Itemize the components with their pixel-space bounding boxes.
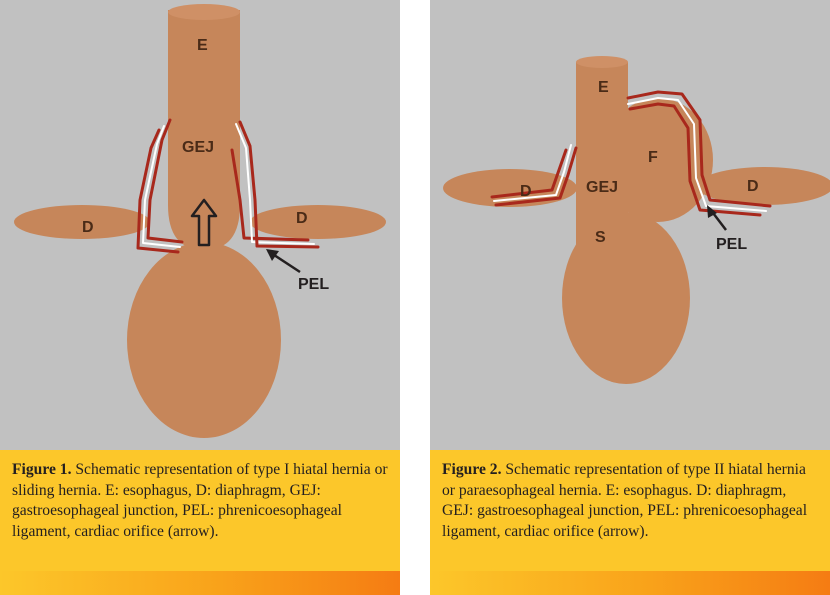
label-pel: PEL [716, 236, 747, 253]
label-pel: PEL [298, 276, 329, 293]
label-esophagus: E [197, 37, 208, 54]
stomach-shape [127, 242, 281, 438]
label-diaphragm-right: D [296, 210, 308, 227]
label-gej: GEJ [182, 139, 214, 156]
figure-2-caption-label: Figure 2. [442, 461, 501, 478]
esophagus-top [576, 56, 628, 68]
figure-1-diagram: E GEJ D D PEL [0, 0, 400, 450]
diaphragm-right-shape [250, 205, 386, 239]
label-diaphragm-right: D [747, 178, 759, 195]
figure-1-panel: E GEJ D D PEL Figure 1. Schematic repres… [0, 0, 400, 595]
figure-2-caption-box: Figure 2. Schematic representation of ty… [430, 450, 830, 595]
figure-1-caption: Figure 1. Schematic representation of ty… [12, 460, 390, 542]
esophagus-shape [576, 62, 628, 292]
esophagus-top [168, 4, 240, 20]
figure-1-caption-box: Figure 1. Schematic representation of ty… [0, 450, 400, 595]
label-diaphragm-left: D [520, 183, 532, 200]
figure-1-caption-label: Figure 1. [12, 461, 71, 478]
label-esophagus: E [598, 79, 609, 96]
figure-1-footer-band [0, 571, 400, 595]
figure-2-diagram: E F GEJ S D D PEL [430, 0, 830, 450]
figure-2-panel: E F GEJ S D D PEL Figure 2. Schematic re… [430, 0, 830, 595]
pel-pointer-head [266, 249, 279, 261]
figure-2-footer-band [430, 571, 830, 595]
label-gej: GEJ [586, 179, 618, 196]
label-diaphragm-left: D [82, 219, 94, 236]
figure-2-caption: Figure 2. Schematic representation of ty… [442, 460, 820, 542]
label-stomach: S [595, 229, 606, 246]
label-fundus: F [648, 149, 658, 166]
